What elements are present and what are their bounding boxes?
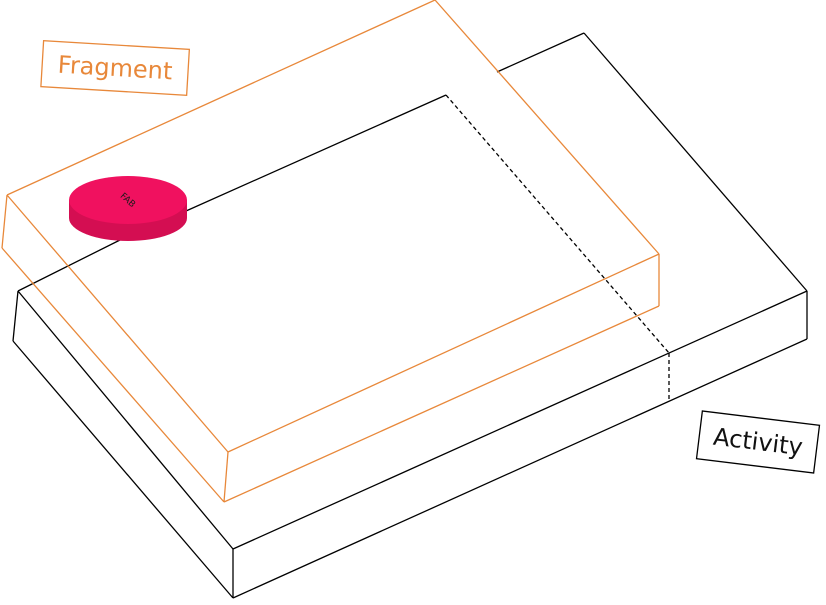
- fragment-top-back-edge: [6, 0, 436, 196]
- fragment-left-vertical: [1, 194, 8, 249]
- fragment-bottom-left-edge: [1, 247, 225, 503]
- activity-bottom-right-edge: [232, 338, 808, 599]
- fab-top-face: [69, 176, 187, 224]
- activity-top-left-edge-a: [496, 32, 585, 73]
- fragment-label: Fragment: [57, 51, 173, 86]
- activity-box: [12, 32, 808, 599]
- activity-label-box: Activity: [695, 410, 821, 474]
- activity-left-vertical: [12, 290, 19, 342]
- fragment-top-right-edge: [434, 0, 660, 255]
- activity-top-back-edge: [583, 32, 808, 292]
- fragment-label-box: Fragment: [40, 40, 191, 96]
- activity-top-right-edge: [232, 290, 808, 550]
- fragment-bottom-right-edge: [223, 305, 660, 503]
- fragment-box: [1, 0, 660, 503]
- fragment-top-left-edge: [6, 194, 229, 453]
- fragment-label-frame: [40, 40, 191, 96]
- fab[interactable]: FAB: [69, 176, 187, 241]
- fragment-front-vertical: [223, 451, 229, 503]
- activity-top-front-edge: [17, 290, 234, 550]
- activity-label-frame: [695, 410, 821, 474]
- activity-hidden-edge-top: [445, 94, 670, 354]
- activity-top-left-edge-c: [17, 239, 121, 292]
- activity-top-left-edge-b: [185, 94, 447, 212]
- fragment-top-front-edge: [227, 253, 660, 453]
- activity-bottom-left-edge: [12, 340, 234, 599]
